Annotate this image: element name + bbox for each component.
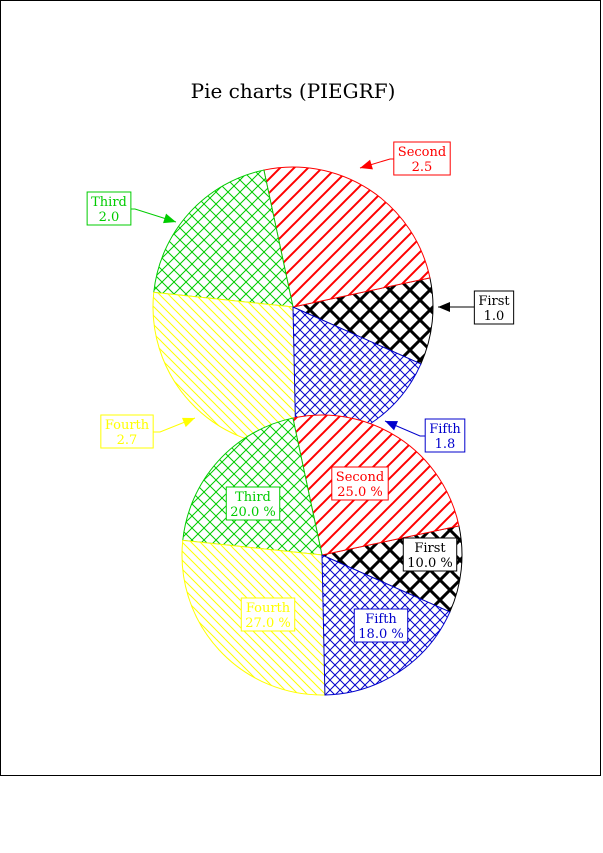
label-box	[225, 486, 281, 521]
pie-chart-top: First1.0Second2.5Third2.0Fourth2.7Fifth1…	[86, 141, 515, 453]
slice-name: Third	[91, 195, 127, 210]
label-box	[424, 418, 466, 453]
slice-value: 1.8	[435, 437, 456, 452]
label-box	[353, 608, 409, 643]
slice-value: 10.0 %	[407, 556, 452, 571]
slice-name: First	[414, 541, 446, 556]
slice-value: 18.0 %	[358, 627, 403, 642]
pie-slice-second	[263, 166, 431, 308]
slice-name: Fifth	[429, 422, 461, 437]
slice-name: Second	[398, 145, 446, 160]
slice-name: Second	[336, 470, 384, 485]
leader-arrow	[385, 421, 398, 431]
leader-arrow	[438, 302, 450, 312]
slice-name: Fourth	[105, 418, 150, 433]
label-box	[100, 414, 154, 449]
slice-value: 1.0	[484, 309, 505, 324]
slice-name: Third	[235, 490, 271, 505]
leader-arrow	[360, 159, 373, 170]
label-box	[240, 597, 296, 632]
slice-value: 2.0	[99, 210, 120, 225]
pie-slice-third	[153, 169, 294, 308]
slice-value: 20.0 %	[230, 505, 275, 520]
slice-value: 25.0 %	[337, 485, 382, 500]
slice-name: First	[478, 294, 510, 309]
chart-title: Pie charts (PIEGRF)	[191, 79, 396, 103]
plot-frame	[0, 0, 601, 776]
slice-value: 2.7	[117, 433, 138, 448]
leader-line	[384, 420, 426, 437]
label-box	[473, 290, 515, 325]
label-box	[331, 466, 389, 501]
slice-name: Fifth	[365, 612, 397, 627]
slice-name: Fourth	[246, 601, 291, 616]
label-box	[393, 141, 451, 176]
leader-line	[153, 417, 196, 433]
leader-arrow	[182, 417, 195, 428]
pie-slice-first	[291, 277, 434, 365]
label-box	[86, 191, 132, 226]
slice-value: 27.0 %	[245, 616, 290, 631]
leader-arrow	[163, 213, 176, 224]
slice-value: 2.5	[412, 160, 433, 175]
leader-line	[130, 208, 177, 223]
label-box	[402, 537, 458, 572]
